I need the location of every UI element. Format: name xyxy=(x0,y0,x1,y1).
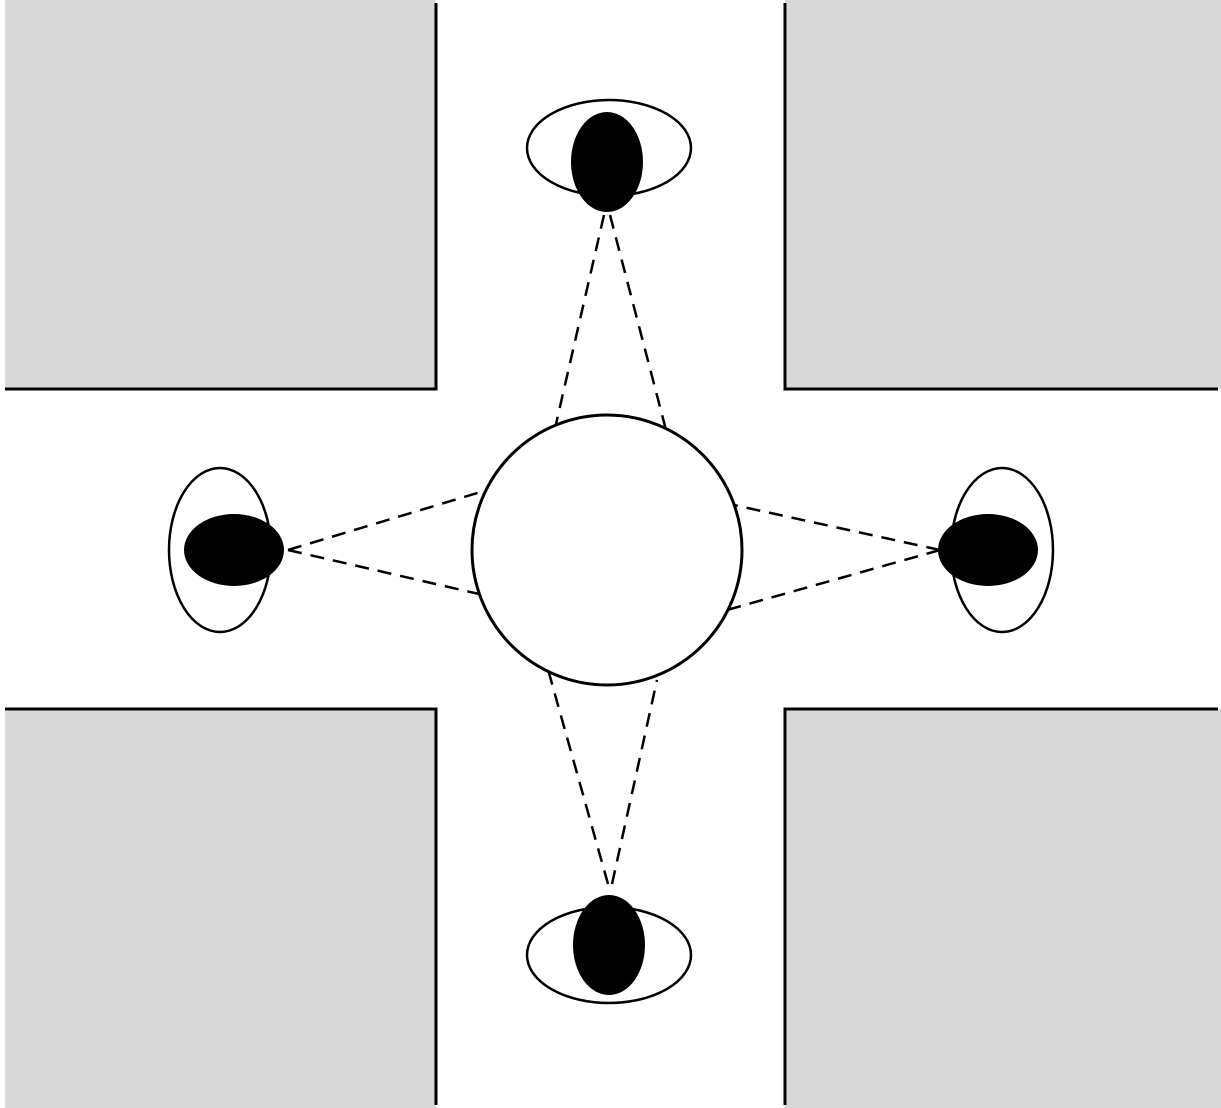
observer-bottom xyxy=(525,895,693,1005)
sight-line-left-upper xyxy=(287,489,485,552)
eye-bottom-pupil xyxy=(573,895,645,995)
sight-line-top-left xyxy=(554,214,606,425)
sight-lines xyxy=(287,214,941,885)
eye-top-pupil xyxy=(571,112,643,212)
observer-right xyxy=(938,466,1055,634)
top-left-block-edge xyxy=(5,3,438,391)
center-circle xyxy=(470,413,744,687)
observer-left xyxy=(167,466,284,634)
observer-top xyxy=(525,98,693,212)
sight-line-bottom-left xyxy=(547,672,610,885)
top-left-block xyxy=(5,0,436,389)
bottom-left-block xyxy=(5,709,436,1108)
eye-right-pupil xyxy=(938,514,1038,586)
sight-line-right-lower xyxy=(726,548,941,612)
bottom-right-block xyxy=(785,709,1221,1108)
eye-left-pupil xyxy=(184,514,284,586)
sight-line-right-upper xyxy=(733,503,941,552)
bottom-left-block-edge xyxy=(5,707,438,1105)
sight-line-bottom-right xyxy=(610,679,659,885)
bottom-right-block-edge xyxy=(783,707,1218,1105)
sight-line-top-right xyxy=(608,214,668,431)
top-right-block xyxy=(785,0,1221,389)
corner-blocks xyxy=(5,0,1221,1108)
sight-line-left-lower xyxy=(287,548,480,596)
top-right-block-edge xyxy=(783,3,1218,391)
